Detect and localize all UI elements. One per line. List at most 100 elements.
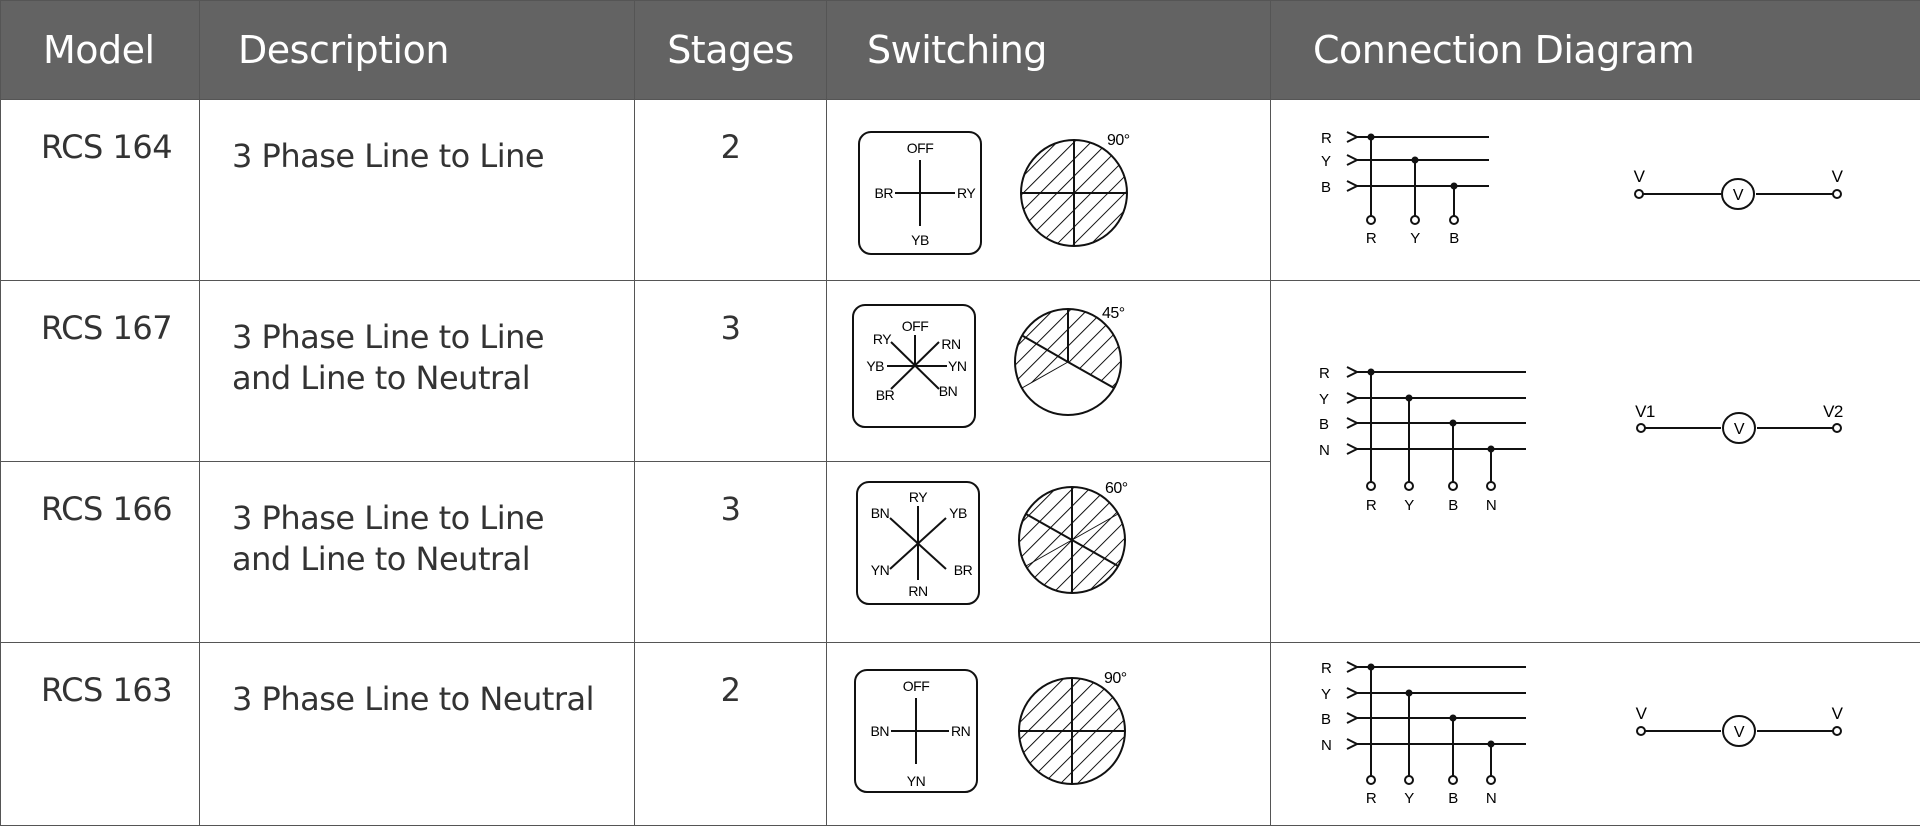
description-line: 3 Phase Line to Line bbox=[232, 498, 634, 539]
phase-label: N bbox=[1486, 497, 1496, 514]
switch-label: OFF bbox=[907, 140, 934, 156]
phase-label: B bbox=[1448, 790, 1458, 807]
connection-cell: R Y B N R Y B N V V V bbox=[1271, 643, 1920, 826]
switch-label: OFF bbox=[903, 678, 930, 694]
table-row: RCS 163 3 Phase Line to Neutral 2 OFF BN… bbox=[1, 643, 1920, 826]
header-description: Description bbox=[200, 1, 635, 100]
voltmeter-icon: V bbox=[1723, 716, 1755, 746]
model-cell: RCS 163 bbox=[41, 643, 199, 709]
model-cell: RCS 164 bbox=[41, 100, 199, 166]
switch-diagram: OFF BN RN YN 90° bbox=[827, 643, 1271, 817]
switch-label: BN bbox=[939, 383, 957, 399]
table-row: RCS 164 3 Phase Line to Line 2 OFF BR RY… bbox=[1, 100, 1920, 281]
terminal-label: V1 bbox=[1635, 402, 1655, 421]
stages-cell: 3 bbox=[635, 462, 826, 528]
switch-label: RY bbox=[909, 489, 928, 505]
switching-cell: RY BN YB YN BR RN 60° bbox=[827, 462, 1271, 643]
model-cell: RCS 166 bbox=[41, 462, 199, 528]
switch-label: OFF bbox=[902, 318, 929, 334]
phase-label: Y bbox=[1404, 790, 1414, 807]
header-stages: Stages bbox=[635, 1, 827, 100]
switch-label: YB bbox=[866, 358, 884, 374]
switch-diagram: OFF BR RY YB 90° bbox=[827, 100, 1271, 272]
phase-label: R bbox=[1321, 130, 1332, 147]
phase-label: Y bbox=[1321, 153, 1331, 170]
phase-label: B bbox=[1449, 230, 1459, 247]
switch-label: BN bbox=[871, 505, 889, 521]
phase-label: Y bbox=[1410, 230, 1420, 247]
voltmeter-icon: V bbox=[1723, 413, 1755, 443]
phase-label: B bbox=[1321, 711, 1331, 728]
description-cell: 3 Phase Line to Line bbox=[232, 100, 634, 177]
connection-diagram: R Y B N R Y B N V V V bbox=[1271, 643, 1920, 817]
voltmeter-icon: V bbox=[1722, 179, 1754, 209]
header-model: Model bbox=[1, 1, 200, 100]
connection-diagram: R Y B R Y B V V V bbox=[1271, 100, 1920, 272]
hatched-angle-circle-icon bbox=[1019, 678, 1125, 784]
stages-cell: 2 bbox=[635, 100, 826, 166]
description-line: 3 Phase Line to Line bbox=[232, 317, 634, 358]
terminal-label: V bbox=[1636, 704, 1648, 723]
description-line: 3 Phase Line to Neutral bbox=[232, 679, 634, 720]
header-row: Model Description Stages Switching Conne… bbox=[1, 1, 1920, 100]
connection-diagram: R Y B N R Y B N V V1 V2 bbox=[1271, 281, 1920, 627]
phase-label: R bbox=[1366, 790, 1377, 807]
phase-label: B bbox=[1319, 416, 1329, 433]
switch-label: YN bbox=[907, 773, 925, 789]
phase-label: Y bbox=[1404, 497, 1414, 514]
switching-cell: OFF BN RN YN 90° bbox=[827, 643, 1271, 826]
phase-label: R bbox=[1366, 497, 1377, 514]
description-line: and Line to Neutral bbox=[232, 539, 634, 580]
switch-label: YB bbox=[949, 505, 967, 521]
switching-cell: OFF BR RY YB 90° bbox=[827, 100, 1271, 281]
hatched-angle-circle-icon bbox=[1015, 309, 1121, 415]
phase-label: R bbox=[1321, 660, 1332, 677]
switch-label: BR bbox=[875, 185, 894, 201]
switch-label: RY bbox=[873, 331, 892, 347]
switch-label: YB bbox=[911, 232, 929, 248]
stages-cell: 3 bbox=[635, 281, 826, 347]
hatched-angle-circle-icon bbox=[1021, 140, 1127, 246]
hatched-angle-circle-icon bbox=[1019, 487, 1125, 593]
description-line: 3 Phase Line to Line bbox=[232, 136, 634, 177]
angle-label: 45° bbox=[1102, 305, 1125, 322]
switch-label: RN bbox=[908, 583, 927, 599]
angle-label: 90° bbox=[1104, 670, 1127, 687]
description-cell: 3 Phase Line to Neutral bbox=[232, 643, 634, 720]
phase-label: R bbox=[1366, 230, 1377, 247]
switch-label: BN bbox=[871, 723, 889, 739]
angle-label: 90° bbox=[1107, 132, 1130, 149]
terminal-label: V bbox=[1832, 704, 1844, 723]
terminal-label: V bbox=[1832, 167, 1844, 186]
switch-label: YN bbox=[871, 562, 889, 578]
switching-cell: OFF RY RN YB YN BR BN bbox=[827, 281, 1271, 462]
meter-symbol: V bbox=[1733, 187, 1744, 204]
phase-label: Y bbox=[1321, 686, 1331, 703]
phase-label: B bbox=[1448, 497, 1458, 514]
switch-diagram: RY BN YB YN BR RN 60° bbox=[827, 462, 1271, 634]
phase-label: N bbox=[1319, 442, 1329, 459]
switch-label: RN bbox=[941, 336, 960, 352]
description-line: and Line to Neutral bbox=[232, 358, 634, 399]
switch-label: BR bbox=[876, 387, 895, 403]
phase-label: R bbox=[1319, 365, 1330, 382]
connection-cell: R Y B N R Y B N V V1 V2 bbox=[1271, 281, 1920, 643]
switch-label: YN bbox=[948, 358, 966, 374]
phase-label: N bbox=[1486, 790, 1496, 807]
phase-label: N bbox=[1321, 737, 1331, 754]
header-switching: Switching bbox=[827, 1, 1271, 100]
model-cell: RCS 167 bbox=[41, 281, 199, 347]
switch-diagram: OFF RY RN YB YN BR BN bbox=[827, 281, 1271, 453]
terminal-label: V bbox=[1634, 167, 1646, 186]
meter-symbol: V bbox=[1734, 421, 1745, 438]
stages-cell: 2 bbox=[635, 643, 826, 709]
switch-label: RN bbox=[951, 723, 970, 739]
switch-label: BR bbox=[954, 562, 973, 578]
phase-label: Y bbox=[1319, 391, 1329, 408]
terminal-label: V2 bbox=[1823, 402, 1843, 421]
meter-symbol: V bbox=[1734, 724, 1745, 741]
